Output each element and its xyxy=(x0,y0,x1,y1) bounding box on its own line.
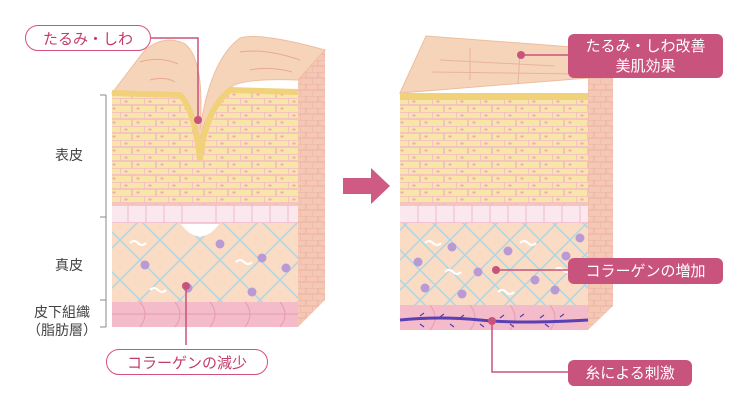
wrinkle-pointer-dot xyxy=(194,116,202,124)
right-skin-block xyxy=(399,35,615,331)
right-basal-layer xyxy=(400,205,588,223)
subcutaneous-label: 皮下組織 （脂肪層） xyxy=(24,304,100,340)
collagen-decrease-pointer-dot xyxy=(182,282,190,290)
thread-icon xyxy=(399,316,589,324)
wrinkle-label: たるみ・しわ xyxy=(25,25,151,51)
right-block-side xyxy=(588,50,613,330)
fibroblast-icon xyxy=(281,263,291,273)
epidermis-label: 表皮 xyxy=(55,148,83,164)
subcutaneous-label-line1: 皮下組織 xyxy=(34,305,90,321)
left-block-top xyxy=(111,36,326,141)
collagen-increase-label: コラーゲンの増加 xyxy=(568,258,723,284)
collagen-fiber-icon xyxy=(129,240,253,293)
collagen-increase-pointer-dot xyxy=(492,266,500,274)
layer-bracket xyxy=(100,94,107,328)
left-epidermis xyxy=(112,90,298,210)
thread-pointer-dot xyxy=(488,317,496,325)
fibroblast-icon xyxy=(257,253,267,263)
left-skin-block xyxy=(111,36,326,328)
left-block-side xyxy=(298,50,325,327)
collagen-decrease-label: コラーゲンの減少 xyxy=(106,349,268,375)
left-dermis xyxy=(112,223,298,302)
right-arrow-icon xyxy=(343,168,390,204)
fibroblast-group xyxy=(413,233,585,299)
fibroblast-icon xyxy=(215,239,225,249)
improvement-label: たるみ・しわ改善 美肌効果 xyxy=(568,34,723,78)
fibroblast-icon xyxy=(247,287,257,297)
thread-leader-line xyxy=(491,321,568,373)
collagen-fiber-icon xyxy=(424,239,572,296)
right-epidermis xyxy=(400,93,588,205)
subcutaneous-label-line2: （脂肪層） xyxy=(27,323,97,339)
fibroblast-icon xyxy=(140,260,150,270)
improvement-label-line1: たるみ・しわ改善 xyxy=(585,37,706,55)
wrinkle-leader-line xyxy=(151,37,199,118)
improvement-pointer-dot xyxy=(517,51,525,59)
right-dermis xyxy=(400,223,588,305)
improvement-label-line2: 美肌効果 xyxy=(615,57,676,75)
thread-stimulus-label: 糸による刺激 xyxy=(568,360,692,386)
dermis-label: 真皮 xyxy=(55,258,83,274)
